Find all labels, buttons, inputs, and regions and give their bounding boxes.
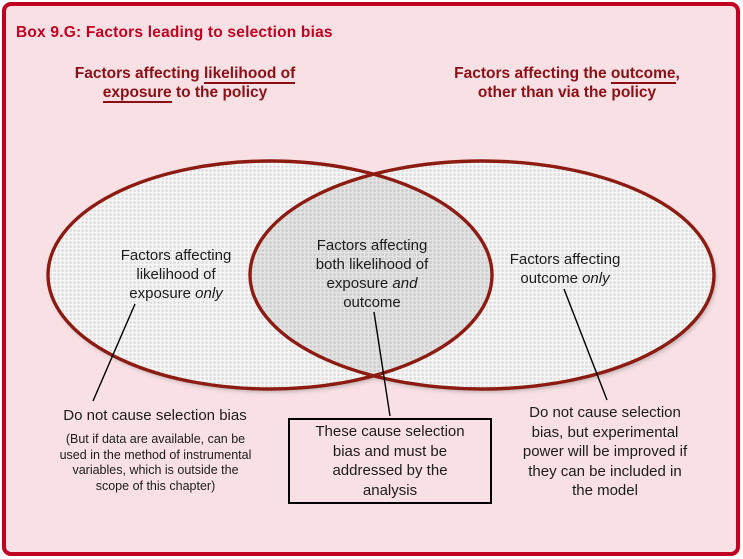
overlap-label-line4: outcome (343, 294, 401, 311)
overlap-label-and-italic: and (392, 275, 418, 292)
right-note-line2: bias, but experimental (531, 423, 679, 441)
header-right-text: Factors affecting the (454, 65, 611, 82)
overlap-shade (250, 161, 492, 389)
left-note-main: Do not cause selection bias (63, 407, 247, 424)
left-note-sub-line3: variables, which is outside the (72, 463, 239, 477)
overlap-label: Factors affecting both likelihood of exp… (277, 236, 467, 312)
header-likelihood-of-exposure: Factors affecting likelihood of exposure… (45, 64, 325, 103)
center-note-text: These cause selection bias and must be a… (315, 422, 464, 500)
left-ellipse-label: Factors affecting likelihood of exposure… (76, 246, 276, 303)
left-label-line1: Factors affecting (120, 247, 232, 264)
right-note-line1: Do not cause selection (529, 404, 681, 421)
left-callout-line (92, 303, 136, 402)
right-label-line2: outcome (520, 270, 583, 287)
left-label-only-italic: only (195, 285, 223, 302)
box-title: Box 9.G: Factors leading to selection bi… (16, 24, 333, 41)
header-left-text: Factors affecting (74, 65, 204, 82)
right-callout-line (563, 288, 608, 401)
header-left-underlined-2: exposure (102, 84, 172, 103)
left-ellipse-outline (46, 159, 494, 391)
right-ellipse-label: Factors affecting outcome only (465, 250, 665, 288)
left-label-line2: likelihood of (136, 266, 216, 283)
left-label-line3: exposure (129, 285, 196, 302)
header-left-text-post: to the policy (171, 84, 268, 101)
right-note-line3: power will be improved if (522, 443, 688, 460)
overlap-label-line2: both likelihood of (315, 256, 429, 273)
center-note-line2: bias and must be (332, 442, 448, 460)
right-ellipse-outline (248, 159, 716, 391)
header-right-line2: other than via the policy (477, 84, 657, 101)
center-note-box: These cause selection bias and must be a… (288, 418, 492, 504)
center-callout-line (373, 311, 391, 417)
overlap-label-line1: Factors affecting (316, 237, 428, 254)
center-note-line4: analysis (362, 481, 418, 499)
left-note-sub-line1: (But if data are available, can be (65, 432, 246, 446)
left-note-sub-line4: scope of this chapter) (95, 478, 216, 493)
left-note-sub-line2: used in the method of instrumental (59, 447, 252, 462)
center-note-line1: These cause selection (315, 423, 465, 440)
header-left-underlined-1: likelihood of (203, 65, 296, 84)
overlap-label-line3: exposure (326, 275, 393, 292)
right-label-line1: Factors affecting (509, 251, 621, 268)
center-note-line3: addressed by the (332, 462, 448, 479)
right-label-only-italic: only (582, 270, 610, 287)
header-outcome: Factors affecting the outcome, other tha… (427, 64, 707, 102)
right-ellipse-fill (250, 161, 714, 389)
left-note-sub: (But if data are available, can be used … (33, 432, 278, 494)
right-note-line5: the model (572, 482, 638, 499)
right-note: Do not cause selection bias, but experim… (494, 403, 716, 501)
header-right-underlined: outcome (610, 65, 676, 84)
header-right-comma: , (675, 65, 680, 82)
right-note-line4: they can be included in (528, 462, 682, 480)
